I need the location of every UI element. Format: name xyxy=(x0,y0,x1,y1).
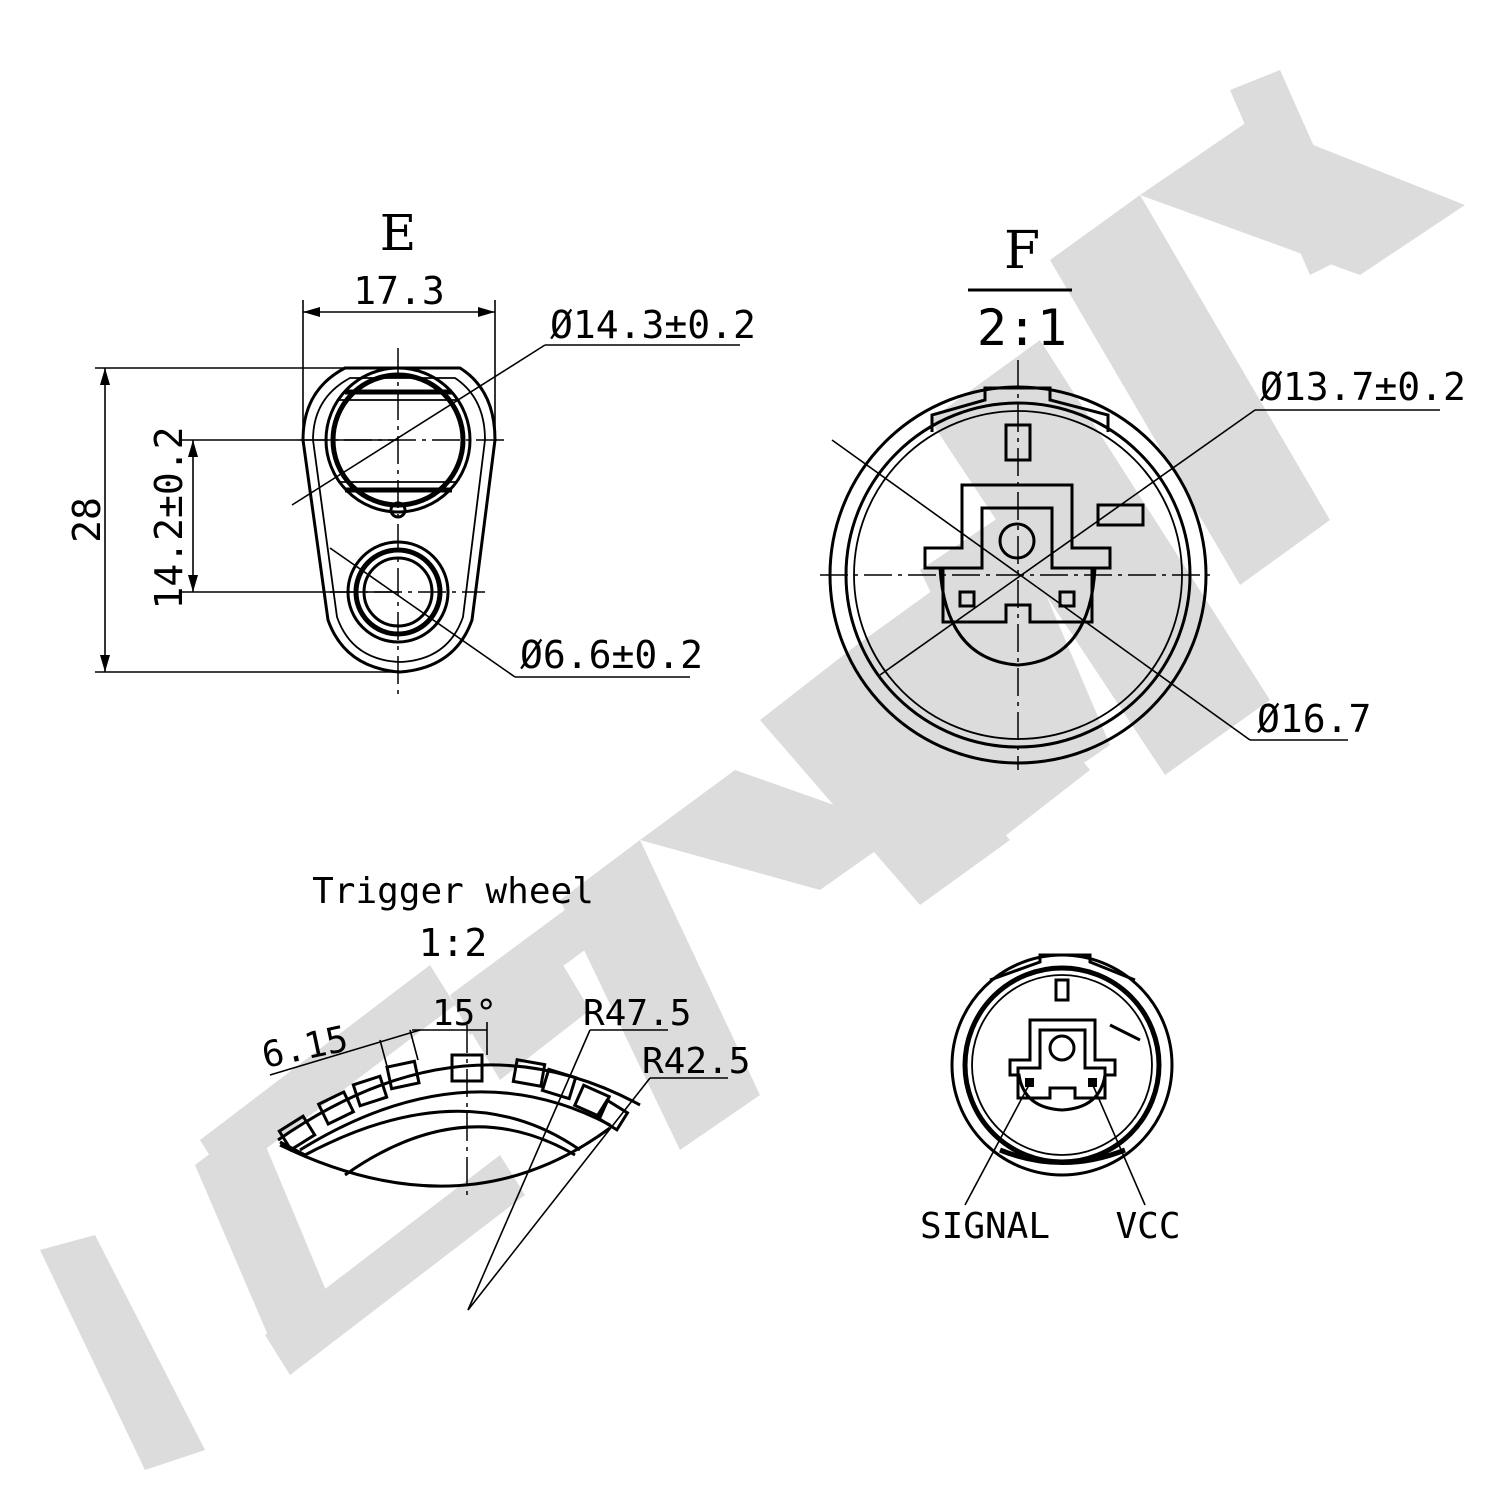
leader-dia-outer xyxy=(831,439,1251,741)
view-f: F 2:1 Ø13.7±0.2 Ø16.7 xyxy=(820,221,1466,770)
view-e-label: E xyxy=(380,204,417,262)
wheel-tooth-base-arc xyxy=(299,1090,611,1152)
pin-signal xyxy=(958,590,976,608)
leader-dia-small xyxy=(329,547,516,678)
vcc-label: VCC xyxy=(1115,1206,1180,1247)
pinout-center-hole xyxy=(1048,1034,1076,1062)
sensor-body-inner-outline xyxy=(312,377,486,663)
trigger-wheel-scale: 1:2 xyxy=(419,921,488,965)
wheel-tooth-2 xyxy=(316,1089,356,1127)
radius-outer-text: R47.5 xyxy=(583,993,691,1034)
dia-outer-text: Ø16.7 xyxy=(1257,697,1371,741)
pinout-pin-signal xyxy=(1025,1078,1034,1087)
trigger-wheel-title: Trigger wheel xyxy=(312,871,594,912)
dim-height-text: 28 xyxy=(65,497,109,543)
pinout-view: SIGNAL VCC xyxy=(920,953,1181,1247)
pinout-bottom-thick-arc xyxy=(999,1147,1126,1165)
watermark-logo xyxy=(40,70,1465,1470)
pinout-top-tab xyxy=(989,953,1136,982)
sensor-body-outline xyxy=(301,366,497,674)
pin-vcc xyxy=(1058,590,1076,608)
pinout-inner-ring-2 xyxy=(971,974,1153,1156)
dia-inner-text: Ø13.7±0.2 xyxy=(1260,365,1466,409)
wheel-outer-arc xyxy=(277,1063,641,1142)
wheel-tooth-9 xyxy=(594,1098,630,1132)
dia-small-text: Ø6.6±0.2 xyxy=(520,633,703,677)
wheel-rim-arc xyxy=(304,1109,581,1157)
dim-tooth-ext-1 xyxy=(379,1039,389,1071)
dia-large-text: Ø14.3±0.2 xyxy=(550,303,756,347)
pin-housing-inner xyxy=(941,506,1094,624)
trigger-wheel-view: Trigger wheel 1:2 6.15 15° R xyxy=(258,871,750,1311)
pinout-key-slot xyxy=(1054,978,1070,1002)
pinout-pin-vcc xyxy=(1088,1078,1097,1087)
dim-spacing-arrow-top xyxy=(188,440,198,457)
pinout-inner-ring xyxy=(962,965,1162,1165)
leader-radius-outer xyxy=(467,1029,591,1311)
wheel-tooth-4 xyxy=(385,1059,421,1091)
wheel-tooth-1 xyxy=(277,1114,317,1152)
signal-label: SIGNAL xyxy=(920,1206,1050,1247)
leader-vcc xyxy=(1091,1082,1146,1206)
view-f-label: F xyxy=(1004,221,1040,281)
wheel-inner-arc xyxy=(344,1125,576,1177)
dim-spacing-arrow-bottom xyxy=(188,575,198,592)
dim-width-arrow-left xyxy=(303,307,320,317)
pinout-housing-inner xyxy=(1016,1028,1107,1100)
leader-signal xyxy=(964,1082,1031,1206)
wheel-tooth-3 xyxy=(351,1074,389,1108)
leader-dia-inner xyxy=(879,409,1256,676)
leader-dia-large xyxy=(291,344,546,506)
wheel-tooth-7 xyxy=(540,1067,578,1101)
dim-tooth-ext-2 xyxy=(409,1029,419,1061)
view-e: E 17.3 28 xyxy=(65,204,756,695)
pinout-latch xyxy=(1109,1023,1141,1042)
dim-tooth-line xyxy=(269,1029,421,1076)
dim-width-text: 17.3 xyxy=(353,269,445,313)
housing-center-hole xyxy=(998,522,1036,560)
dim-height-arrow-top xyxy=(100,368,110,385)
wheel-tooth-6 xyxy=(511,1057,547,1089)
view-f-scale: 2:1 xyxy=(977,299,1067,357)
dim-spacing-text: 14.2±0.2 xyxy=(147,426,191,609)
leader-radius-inner xyxy=(467,1077,651,1311)
dim-height-arrow-bottom xyxy=(100,655,110,672)
radius-inner-text: R42.5 xyxy=(642,1041,750,1082)
dim-width-arrow-right xyxy=(478,307,495,317)
angle-dim-text: 15° xyxy=(432,993,497,1034)
pinout-outer-ring xyxy=(950,953,1174,1177)
